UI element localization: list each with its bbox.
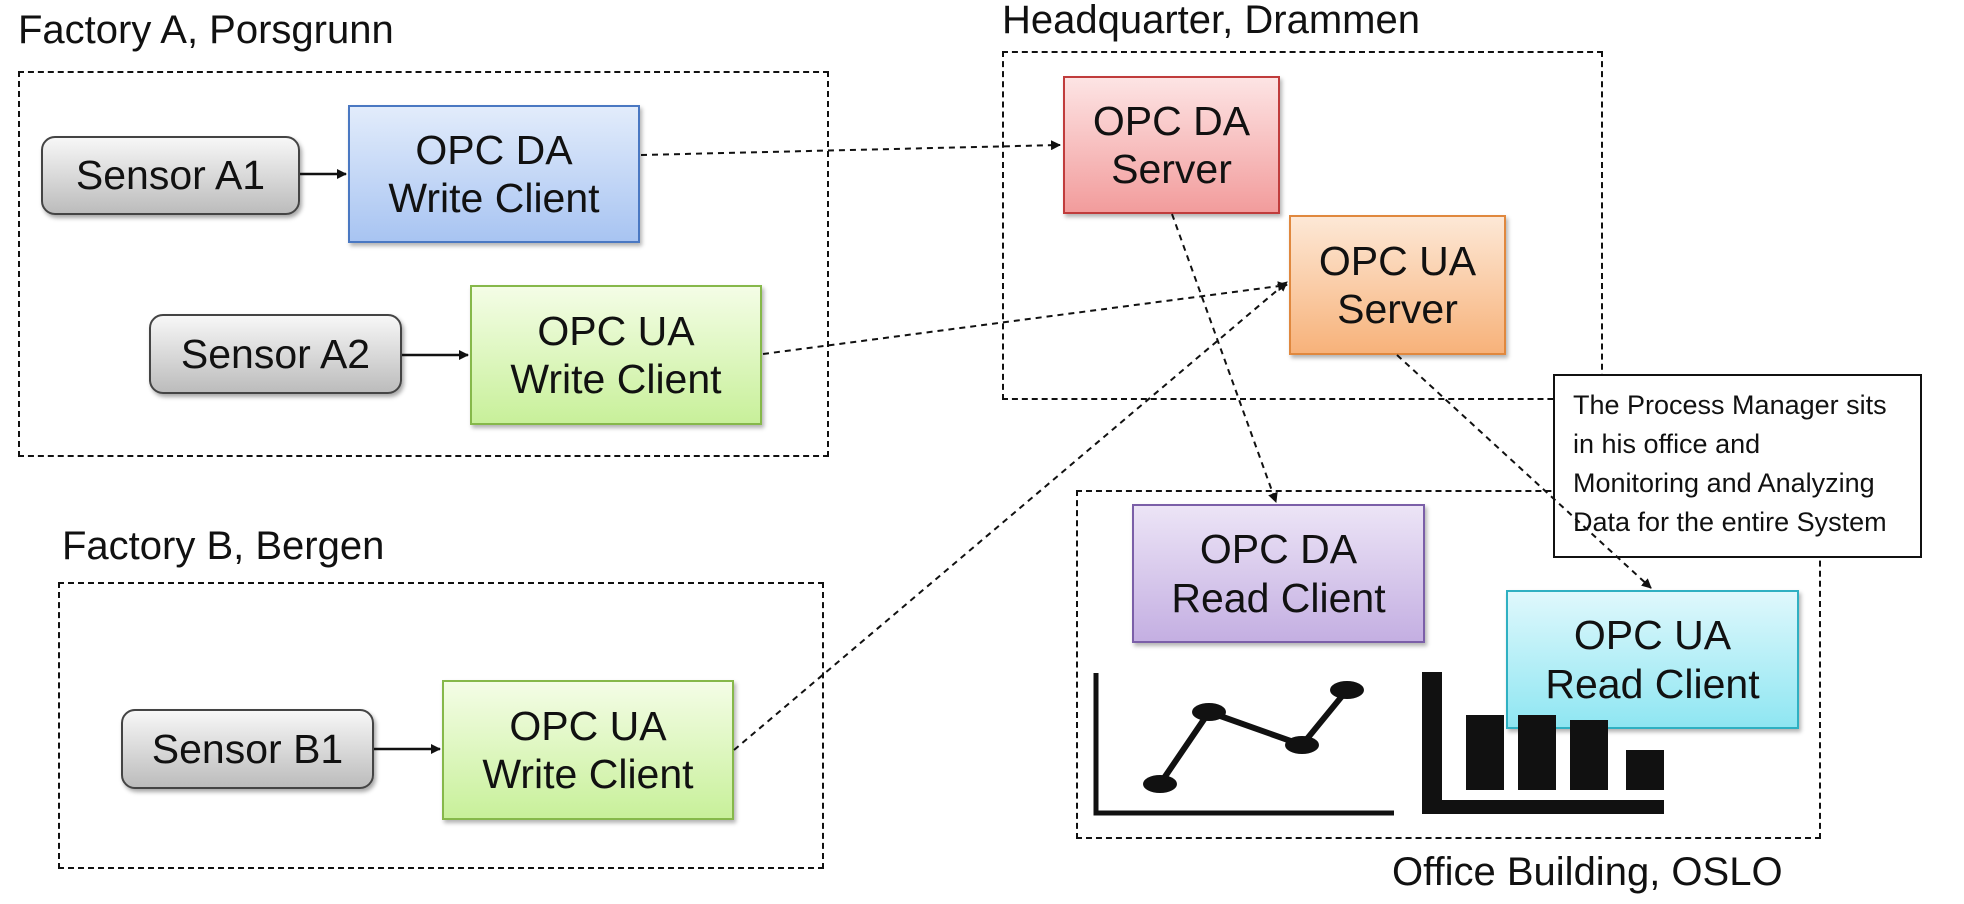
sensor-a2: Sensor A2 bbox=[149, 314, 402, 394]
factory-b-zone bbox=[58, 582, 824, 869]
opc-da-write-client-line-2: Write Client bbox=[388, 175, 600, 221]
sensor-a1: Sensor A1 bbox=[41, 136, 300, 215]
arrow-da-server-to-da-read-client bbox=[1171, 213, 1278, 503]
sensor-a2-label: Sensor A2 bbox=[180, 330, 371, 377]
opc-ua-server-line-2: Server bbox=[1337, 286, 1458, 332]
factory-b-title: Factory B, Bergen bbox=[62, 524, 385, 568]
note-line-2: in his office and bbox=[1573, 429, 1761, 459]
sensor-a1-label: Sensor A1 bbox=[75, 152, 266, 199]
office-zone bbox=[1076, 490, 1821, 839]
sensor-b1: Sensor B1 bbox=[121, 709, 374, 789]
opc-da-read-client-line-1: OPC DA bbox=[1199, 526, 1358, 573]
opc-ua-read-client-line-1: OPC UA bbox=[1573, 612, 1732, 659]
note-line-1: The Process Manager sits bbox=[1573, 390, 1887, 420]
arrow-ua-server-to-ua-read-client bbox=[1396, 354, 1652, 589]
opc-ua-write-client-b-line-2: Write Client bbox=[482, 751, 694, 797]
line-chart-icon bbox=[1093, 673, 1394, 816]
opc-da-server-line-1: OPC DA bbox=[1092, 97, 1251, 144]
factory-a-title: Factory A, Porsgrunn bbox=[18, 8, 394, 52]
opc-ua-write-client-a-line-2: Write Client bbox=[510, 356, 722, 402]
headquarter-zone bbox=[1002, 51, 1603, 400]
factory-a-zone bbox=[18, 71, 829, 457]
opc-da-server-line-2: Server bbox=[1111, 146, 1232, 192]
opc-ua-read-client-line-2: Read Client bbox=[1545, 660, 1760, 707]
opc-ua-write-client-b-line-1: OPC UA bbox=[509, 702, 667, 749]
note-line-4: Data for the entire System bbox=[1573, 507, 1887, 537]
opc-ua-server-line-1: OPC UA bbox=[1318, 237, 1477, 284]
process-manager-note: The Process Manager sits in his office a… bbox=[1553, 374, 1922, 558]
opc-da-read-client-line-2: Read Client bbox=[1171, 574, 1386, 621]
office-title: Office Building, OSLO bbox=[1392, 850, 1783, 894]
arrow-da-write-client-to-da-server bbox=[640, 140, 1061, 156]
opc-da-write-client-line-1: OPC DA bbox=[415, 126, 573, 173]
sensor-b1-label: Sensor B1 bbox=[151, 725, 344, 772]
arrow-ua-write-client-a-to-ua-server bbox=[762, 281, 1288, 355]
arrow-ua-write-client-b-to-ua-server bbox=[733, 281, 1288, 751]
bar-chart-icon bbox=[1422, 672, 1664, 814]
opc-ua-write-client-a-line-1: OPC UA bbox=[537, 307, 695, 354]
headquarter-title: Headquarter, Drammen bbox=[1002, 0, 1420, 42]
note-line-3: Monitoring and Analyzing bbox=[1573, 468, 1875, 498]
